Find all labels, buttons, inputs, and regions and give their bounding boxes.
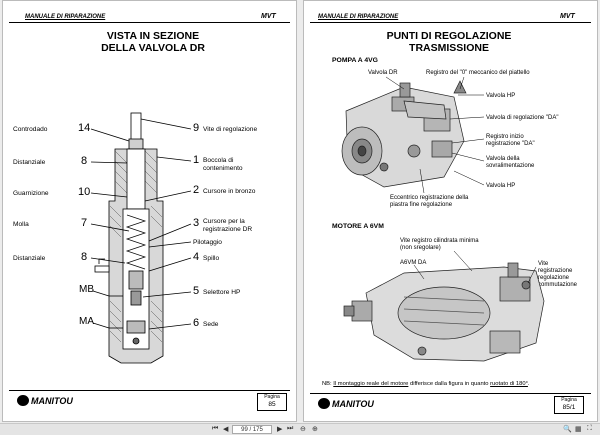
fullscreen-icon[interactable]: ⛶	[587, 425, 592, 432]
page-number-box: Pagina 85	[257, 393, 287, 411]
port-mb: MB	[79, 284, 94, 295]
label-boccola: Boccola di contenimento	[203, 157, 243, 172]
label-valvola-dr: Valvola DR	[368, 70, 398, 76]
dr-valve-section-drawing	[90, 112, 192, 364]
label-a6vm-da: A6VM DA	[400, 260, 427, 266]
zoom-out-icon[interactable]: ⊖	[300, 426, 306, 433]
page-title: PUNTI DI REGOLAZIONE TRASMISSIONE	[386, 30, 512, 54]
motor-section-title: MOTORE A 6VM	[332, 223, 384, 230]
manitou-logo-icon	[318, 398, 330, 409]
header-rule	[310, 22, 591, 23]
label-vite-commutazione: Vite registrazione regolazione commutazi…	[538, 261, 578, 288]
right-page: MANUALE DI RIPARAZIONE MVT PUNTI DI REGO…	[303, 0, 598, 422]
header-title: MANUALE DI RIPARAZIONE	[25, 14, 106, 20]
num-4: 4	[193, 251, 200, 263]
page-number-box: Pagina 85/1	[554, 396, 584, 414]
label-controdado: Controdado	[13, 126, 48, 133]
num-8b: 8	[81, 251, 88, 263]
num-7: 7	[81, 217, 88, 229]
label-cursore-bronzo: Cursore in bronzo	[203, 188, 256, 195]
num-5: 5	[193, 285, 200, 297]
header-title: MANUALE DI RIPARAZIONE	[318, 14, 399, 20]
label-cursore-dr: Cursore per la registrazione DR	[203, 218, 253, 233]
label-pilotaggio: Pilotaggio	[193, 239, 222, 246]
assembly-note: NB: Il montaggio reale del motore differ…	[322, 381, 530, 387]
viewer-toolbar: ⏮ ◀ 99 / 175 ▶ ⏭ ⊖ ⊕ 🔍 ▦ ⛶	[0, 423, 600, 435]
motor-6vm-drawing	[343, 250, 545, 362]
header-code: MVT	[261, 13, 276, 20]
label-selettore-hp: Selettore HP	[203, 289, 241, 296]
label-valvola-hp-1: Valvola HP	[486, 93, 516, 99]
next-page-icon[interactable]: ▶	[277, 426, 283, 433]
footer-rule	[310, 393, 591, 394]
num-6: 6	[193, 317, 200, 329]
label-valvola-hp-2: Valvola HP	[486, 183, 516, 189]
zoom-in-icon[interactable]: ⊕	[312, 426, 318, 433]
pump-section-title: POMPA A 4VG	[332, 57, 378, 64]
page-title: VISTA IN SEZIONE DELLA VALVOLA DR	[101, 30, 205, 54]
label-distanziale-2: Distanziale	[13, 255, 46, 262]
last-page-icon[interactable]: ⏭	[287, 425, 294, 432]
manitou-logo: MANITOU	[318, 398, 374, 409]
label-spillo: Spillo	[203, 255, 220, 262]
manitou-logo-icon	[17, 395, 29, 406]
label-eccentrico: Eccentrico registrazione della piastra f…	[390, 195, 469, 208]
label-sede: Sede	[203, 321, 219, 328]
prev-page-icon[interactable]: ◀	[223, 426, 229, 433]
header-rule	[9, 22, 290, 23]
pump-4vg-drawing	[341, 76, 485, 194]
header-code: MVT	[560, 13, 575, 20]
label-registro-zero: Registro del "0" meccanico del piattello	[426, 70, 530, 76]
fit-page-icon[interactable]: ▦	[575, 426, 582, 433]
num-8a: 8	[81, 155, 88, 167]
first-page-icon[interactable]: ⏮	[212, 425, 219, 432]
page-number-field[interactable]: 99 / 175	[232, 425, 272, 434]
num-9: 9	[193, 122, 200, 134]
left-page: MANUALE DI RIPARAZIONE MVT VISTA IN SEZI…	[2, 0, 297, 422]
label-vite-cilindrata: Vite registro cilindrata minima (non sre…	[400, 238, 479, 251]
label-molla: Molla	[13, 221, 29, 228]
manitou-logo: MANITOU	[17, 395, 73, 406]
label-valvola-da: Valvola di regolazione "DA"	[486, 115, 559, 121]
search-icon[interactable]: 🔍	[563, 426, 572, 433]
label-distanziale-1: Distanziale	[13, 159, 46, 166]
port-ma: MA	[79, 316, 94, 327]
num-3: 3	[193, 217, 200, 229]
num-1: 1	[193, 154, 200, 166]
label-guarnizione: Guarnizione	[13, 190, 49, 197]
num-14: 14	[78, 122, 91, 134]
label-vite-regolazione: Vite di regolazione	[203, 126, 258, 133]
label-registro-da: Registro inizio registrazione "DA"	[486, 134, 535, 147]
num-2: 2	[193, 184, 200, 196]
footer-rule	[9, 390, 290, 391]
label-sovralimentazione: Valvola della sovralimentazione	[486, 156, 535, 169]
num-10: 10	[78, 186, 91, 198]
